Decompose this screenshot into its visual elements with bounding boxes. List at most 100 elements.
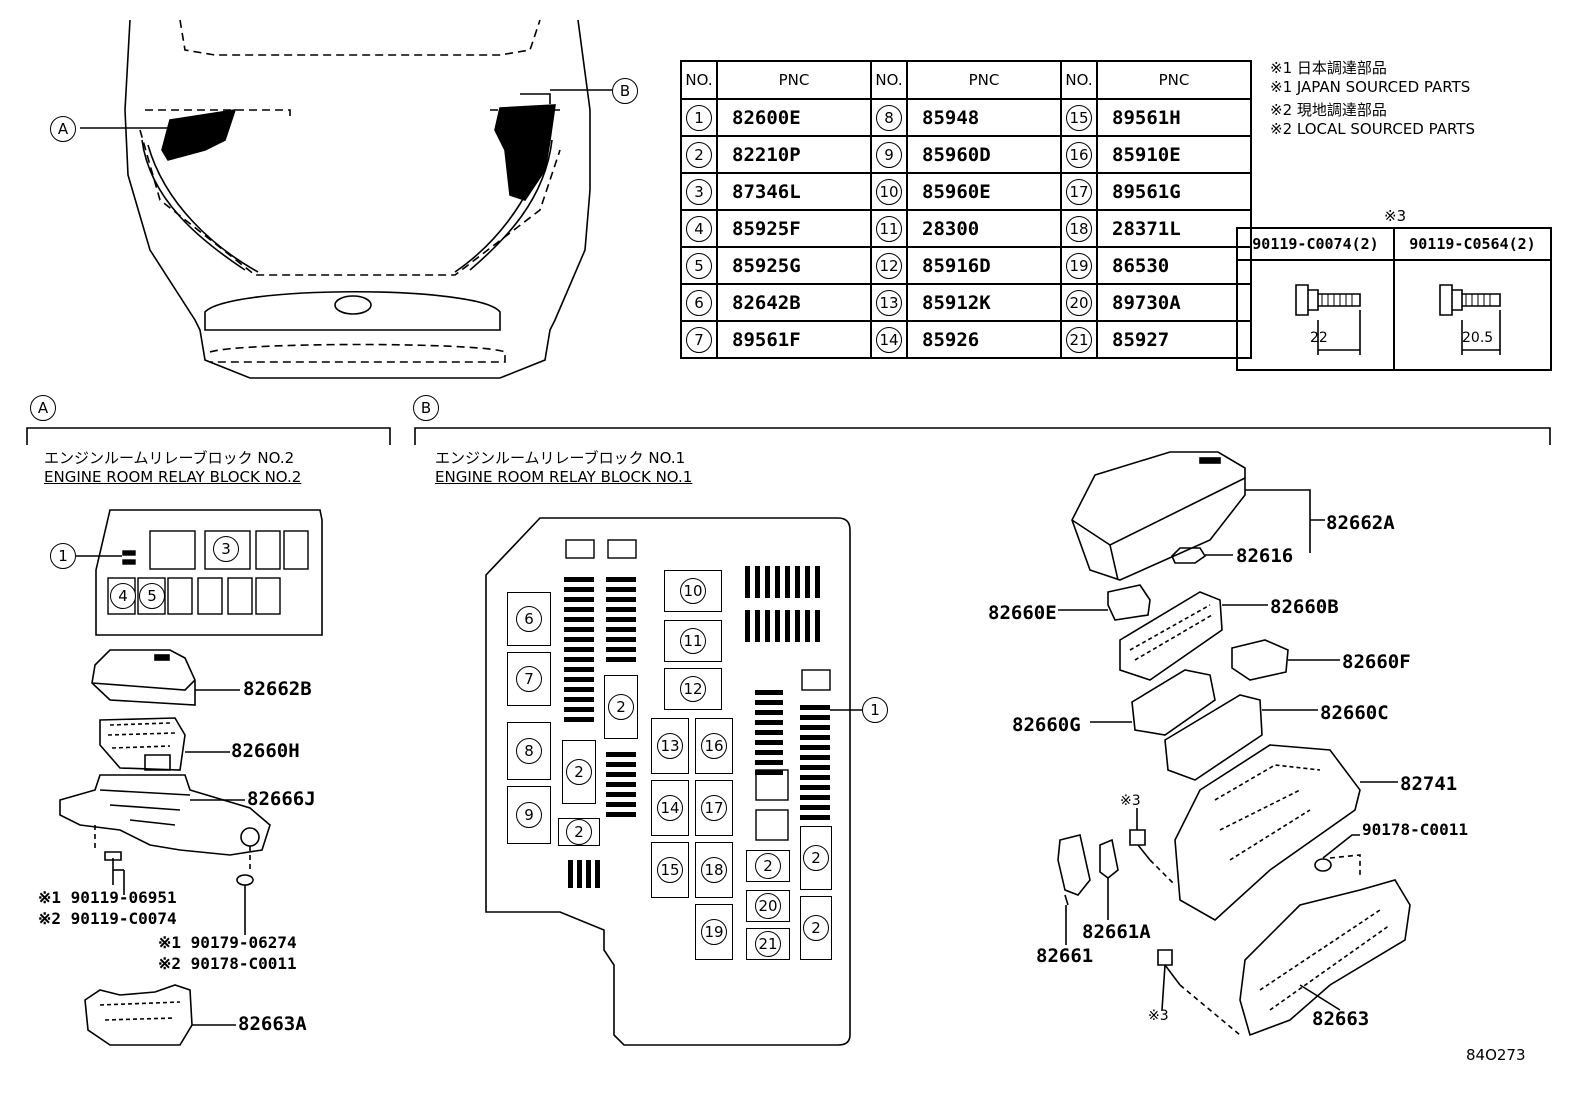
fuse-stripe: [755, 566, 760, 598]
fuse-stripe: [745, 566, 750, 598]
item-number: 21: [1066, 326, 1092, 353]
cell-pnc: 85925G: [716, 246, 872, 285]
fuse-stripe: [755, 750, 783, 755]
fuse-box-2f: 2: [800, 896, 832, 960]
fuse-box-9: 9: [507, 786, 551, 844]
nut-90178: [1314, 834, 1361, 875]
fuse-holder-82661: [1057, 834, 1091, 945]
bolt-mark: ※3: [1384, 207, 1407, 225]
item-number: 2: [686, 141, 712, 168]
cell-pnc: 28300: [906, 209, 1062, 248]
section-b-title-jp: エンジンルームリレーブロック NO.1: [435, 449, 686, 467]
fuse-stripe: [795, 566, 800, 598]
part-82660G: 82660G: [1012, 714, 1081, 736]
cell-pnc: 89561F: [716, 320, 872, 359]
col-no: NO.: [870, 60, 908, 100]
block-a-num-5: 5: [139, 583, 165, 609]
cell-pnc: 85960E: [906, 172, 1062, 211]
cell-no: 16: [1060, 135, 1098, 174]
block-b-num: 17: [701, 795, 727, 821]
callout-b-car: B: [612, 78, 638, 104]
fuse-stripe: [606, 577, 636, 582]
part-90179-06274: ※1 90179-06274: [158, 933, 297, 952]
cell-pnc: 85927: [1096, 320, 1252, 359]
block-b-num: 11: [680, 628, 706, 654]
fuse-stripe: [755, 710, 783, 715]
fuse-stripe: [577, 860, 582, 888]
relay-block-2-outline: [95, 509, 323, 636]
fuse-stripe: [606, 772, 636, 777]
relay-block-1-fuses: [564, 566, 830, 888]
fuse-box-19: 19: [695, 904, 733, 960]
fuse-box-2a: 2: [562, 740, 596, 804]
item-number: 17: [1066, 178, 1092, 205]
section-a-title-en: ENGINE ROOM RELAY BLOCK NO.2: [44, 468, 302, 486]
block-b-num: 19: [701, 919, 727, 945]
part-82661: 82661: [1036, 945, 1094, 967]
bolt-length-1: 22: [1310, 330, 1328, 346]
cell-pnc: 85912K: [906, 283, 1062, 322]
fuse-stripe: [606, 782, 636, 787]
fuse-stripe: [606, 657, 636, 662]
fuse-stripe: [765, 610, 770, 642]
fuse-stripe: [606, 627, 636, 632]
part-82660C: 82660C: [1320, 702, 1389, 724]
fuse-stripe: [564, 587, 594, 592]
cell-pnc: 86530: [1096, 246, 1252, 285]
fuse-box-2c: 2: [604, 675, 638, 739]
fuse-stripe: [595, 860, 600, 888]
callout-b-section: B: [413, 395, 439, 421]
item-number: 1: [686, 104, 712, 131]
fuse-stripe: [564, 687, 594, 692]
fuse-stripe: [606, 637, 636, 642]
bracket-82666J: [59, 774, 271, 856]
cell-no: 10: [870, 172, 908, 211]
cell-no: 12: [870, 246, 908, 285]
part-82662A: 82662A: [1326, 512, 1395, 534]
fuse-stripe: [795, 610, 800, 642]
item-number: 16: [1066, 141, 1092, 168]
cell-no: 14: [870, 320, 908, 359]
car-top-view: [80, 19, 612, 379]
connector-82660B: [1119, 591, 1223, 681]
fuse-box-2b: 2: [558, 818, 600, 846]
fuse-stripe: [564, 637, 594, 642]
block-b-num: 2: [803, 915, 829, 941]
fuse-stripe: [800, 805, 830, 810]
block-b-num: 2: [566, 819, 592, 845]
fuse-box-8: 8: [507, 722, 551, 780]
item-number: 5: [686, 252, 712, 279]
item-number: 15: [1066, 104, 1092, 131]
block-b-num: 2: [803, 845, 829, 871]
cell-no: 21: [1060, 320, 1098, 359]
fuse-stripe: [564, 697, 594, 702]
case-82741: [1174, 744, 1361, 921]
note-2-jp: ※2 現地調達部品: [1270, 101, 1387, 119]
part-82616: 82616: [1236, 545, 1294, 567]
cell-no: 5: [680, 246, 718, 285]
col-no: NO.: [680, 60, 718, 100]
fuse-stripe: [755, 740, 783, 745]
fuse-box-7: 7: [507, 652, 551, 706]
fuse-stripe: [755, 720, 783, 725]
cell-pnc: 82642B: [716, 283, 872, 322]
fuse-stripe: [815, 610, 820, 642]
callout-a-car: A: [50, 116, 76, 142]
fuse-stripe: [775, 566, 780, 598]
block-b-num: 14: [657, 795, 683, 821]
item-number: 11: [876, 215, 902, 242]
fuse-stripe: [775, 610, 780, 642]
fuse-stripe: [606, 752, 636, 757]
fuse-stripe: [755, 610, 760, 642]
cell-no: 13: [870, 283, 908, 322]
fuse-stripe: [800, 795, 830, 800]
fuse-box-14: 14: [651, 780, 689, 836]
cell-no: 7: [680, 320, 718, 359]
fuse-stripe: [606, 802, 636, 807]
